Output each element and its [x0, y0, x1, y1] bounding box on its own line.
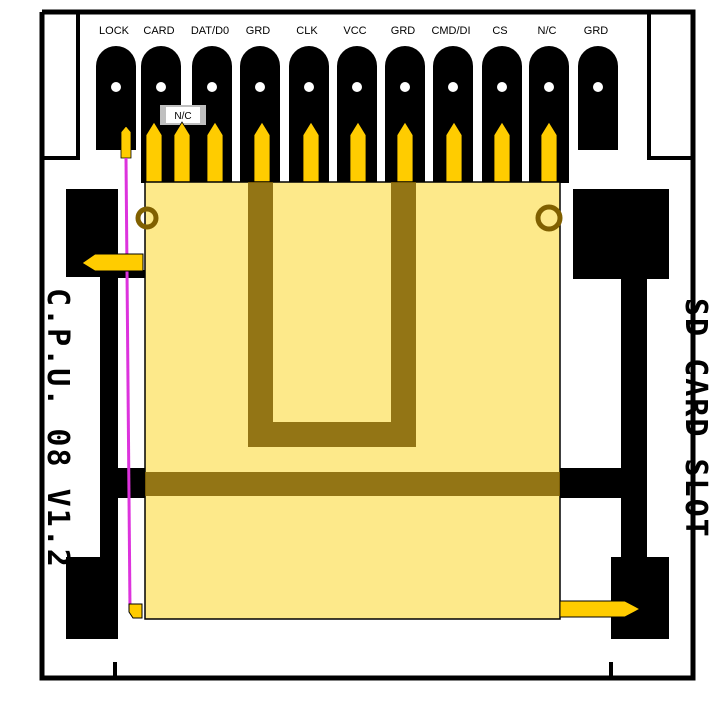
pin-hole — [255, 82, 265, 92]
pin-pad — [385, 46, 425, 183]
pin-pad — [529, 46, 569, 183]
gold-contact — [493, 121, 511, 183]
pin-hole — [448, 82, 458, 92]
left-rail — [66, 189, 145, 639]
gold-contact — [540, 121, 558, 183]
pin-label: GRD — [584, 25, 609, 37]
gold-contact — [120, 125, 132, 159]
pin-label: GRD — [391, 25, 416, 37]
pin-hole — [497, 82, 507, 92]
pin-label: N/C — [538, 25, 557, 37]
pin-label: VCC — [343, 25, 366, 37]
nc-gold-contact — [173, 121, 191, 183]
pin-pad — [482, 46, 522, 183]
pin-hole — [156, 82, 166, 92]
top-left-notch — [42, 12, 80, 160]
left-card-tab — [81, 253, 144, 272]
pin-label: GRD — [246, 25, 271, 37]
nc-tab-label: N/C — [174, 111, 191, 122]
pin-hole — [304, 82, 314, 92]
pin-pad — [578, 46, 618, 150]
gold-contact — [396, 121, 414, 183]
gold-contact — [302, 121, 320, 183]
right-card-tab — [559, 600, 642, 618]
pin-label: LOCK — [99, 25, 130, 37]
gold-contact — [445, 121, 463, 183]
pin-label: DAT/D0 — [191, 25, 229, 37]
board-title-label: SD CARD SLOT — [678, 298, 713, 539]
sd-card-body — [135, 181, 563, 620]
pin-hole — [544, 82, 554, 92]
lock-wire — [124, 157, 132, 611]
nc-tab: N/C — [160, 105, 206, 125]
gold-contact — [145, 121, 163, 183]
pin-hole — [352, 82, 362, 92]
gold-contact — [349, 121, 367, 183]
pin-label: CMD/DI — [431, 25, 470, 37]
gold-contact — [206, 121, 224, 183]
gold-contacts — [120, 121, 558, 183]
gold-contact — [253, 121, 271, 183]
pin-hole — [207, 82, 217, 92]
pin-pad — [433, 46, 473, 183]
pin-label: CARD — [143, 25, 174, 37]
top-right-notch — [647, 12, 693, 160]
pin-labels: LOCK CARD DAT/D0 GRD CLK VCC GRD CMD/DI CS N/C GRD — [99, 25, 608, 37]
pin-pad — [96, 46, 136, 150]
pin-label: CLK — [296, 25, 318, 37]
pin-pad — [337, 46, 377, 183]
mount-hole-right — [535, 204, 563, 232]
pin-hole — [111, 82, 121, 92]
board-version-label: C.P.U. 08 V1.2 — [40, 288, 75, 569]
bottom-left-card-tab — [128, 603, 143, 619]
right-rail — [560, 189, 669, 639]
mount-hole-left — [135, 206, 159, 230]
board-outline — [39, 9, 696, 681]
pin-hole — [593, 82, 603, 92]
pin-label: CS — [492, 25, 507, 37]
pin-hole — [400, 82, 410, 92]
